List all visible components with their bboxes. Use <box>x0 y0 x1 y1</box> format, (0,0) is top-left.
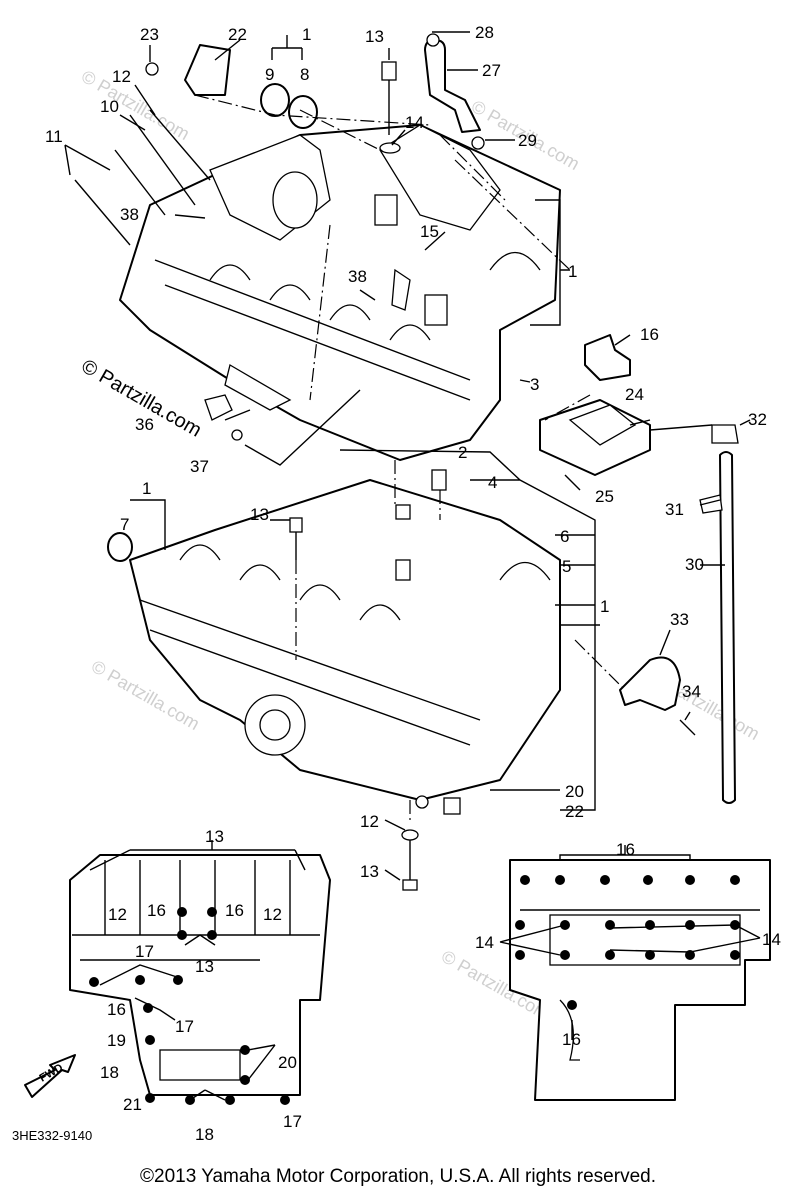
callout-14: 13 <box>360 862 379 881</box>
callout-16: 16 <box>616 840 635 859</box>
callout-17: 17 <box>175 1017 194 1036</box>
callout-31: 30 <box>685 555 704 574</box>
callout-15: 12 <box>360 812 379 831</box>
callout-17: 17 <box>135 942 154 961</box>
callout-26: 23 <box>140 25 159 44</box>
callout-13: 12 <box>112 67 131 86</box>
callout-36: 36 <box>135 415 154 434</box>
crankcase-studs <box>74 109 211 246</box>
callout-2: 2 <box>458 443 467 462</box>
callout-20: 13 <box>365 27 384 46</box>
callout-23: 15 <box>420 222 439 241</box>
fwd-arrow <box>24 1054 76 1098</box>
breather-assembly <box>539 399 739 804</box>
callout-20: 20 <box>278 1053 297 1072</box>
callout-18: 18 <box>195 1125 214 1144</box>
callout-28: 25 <box>595 487 614 506</box>
callout-32: 31 <box>665 500 684 519</box>
bottom-right-view <box>499 845 771 1101</box>
callout-12: 10 <box>100 97 119 116</box>
callout-12: 12 <box>263 905 282 924</box>
callout-37: 37 <box>190 457 209 476</box>
bolt-20 <box>379 61 401 154</box>
callout-13: 13 <box>205 827 224 846</box>
callout-5: 5 <box>562 557 571 576</box>
callout-14: 14 <box>762 930 781 949</box>
leader-lines <box>64 31 751 881</box>
callout-16: 16 <box>225 901 244 920</box>
callout-16: 16 <box>107 1000 126 1019</box>
bottom-left-labels: 13 12 16 16 12 17 13 16 17 19 18 20 21 1… <box>12 827 302 1144</box>
callout-13: 11 <box>45 127 63 146</box>
copyright-notice: ©2013 Yamaha Motor Corporation, U.S.A. A… <box>140 1166 656 1187</box>
callout-1: 1 <box>302 25 311 44</box>
callout-22: 14 <box>405 113 424 132</box>
callout-34: 33 <box>670 610 689 629</box>
callout-4: 4 <box>488 473 497 492</box>
callout-16: 13 <box>250 505 269 524</box>
callout-14: 14 <box>475 933 494 952</box>
callout-1: 1 <box>600 597 609 616</box>
callout-7: 7 <box>120 515 129 534</box>
callout-3: 3 <box>530 375 539 394</box>
callout-8: 22 <box>565 802 584 821</box>
callout-38: 38 <box>120 205 139 224</box>
callout-1: 1 <box>568 262 577 281</box>
callout-30: 28 <box>475 23 494 42</box>
upper-crankcase <box>119 124 561 461</box>
callout-21: 21 <box>123 1095 142 1114</box>
callout-16: 16 <box>562 1030 581 1049</box>
watermark: © Partzilla.com <box>78 66 193 144</box>
callout-19: 19 <box>107 1031 126 1050</box>
callout-30: 29 <box>518 131 537 150</box>
bracket-24 <box>584 334 631 381</box>
callout-1: 1 <box>142 479 151 498</box>
lower-crankcase <box>107 469 696 815</box>
drawing-code: 3HE332-9140 <box>12 1128 92 1143</box>
callout-35: 34 <box>682 682 701 701</box>
callout-9: 20 <box>565 782 584 801</box>
callout-16: 16 <box>147 901 166 920</box>
callout-6: 6 <box>560 527 569 546</box>
fwd-label: FWD <box>38 1062 66 1085</box>
callout-33: 32 <box>748 410 767 429</box>
callout-17: 17 <box>283 1112 302 1131</box>
callout-13: 13 <box>195 957 214 976</box>
callout-29: 27 <box>482 61 501 80</box>
callout-25: 22 <box>228 25 247 44</box>
callout-11: 9 <box>265 65 274 84</box>
callout-38: 38 <box>348 267 367 286</box>
bottom-left-view: FWD <box>24 840 331 1105</box>
callout-18: 18 <box>100 1063 119 1082</box>
callout-27: 24 <box>625 385 644 404</box>
water-hose <box>424 33 485 150</box>
sensor-36 <box>204 394 243 441</box>
callout-24: 16 <box>640 325 659 344</box>
callout-labels: 23 22 1 9 8 13 28 27 29 14 12 10 11 38 1… <box>45 23 767 881</box>
callout-10: 8 <box>300 65 309 84</box>
callout-12: 12 <box>108 905 127 924</box>
bottom-right-labels: 16 14 14 16 <box>475 840 781 1049</box>
drain-bolt <box>289 517 419 891</box>
